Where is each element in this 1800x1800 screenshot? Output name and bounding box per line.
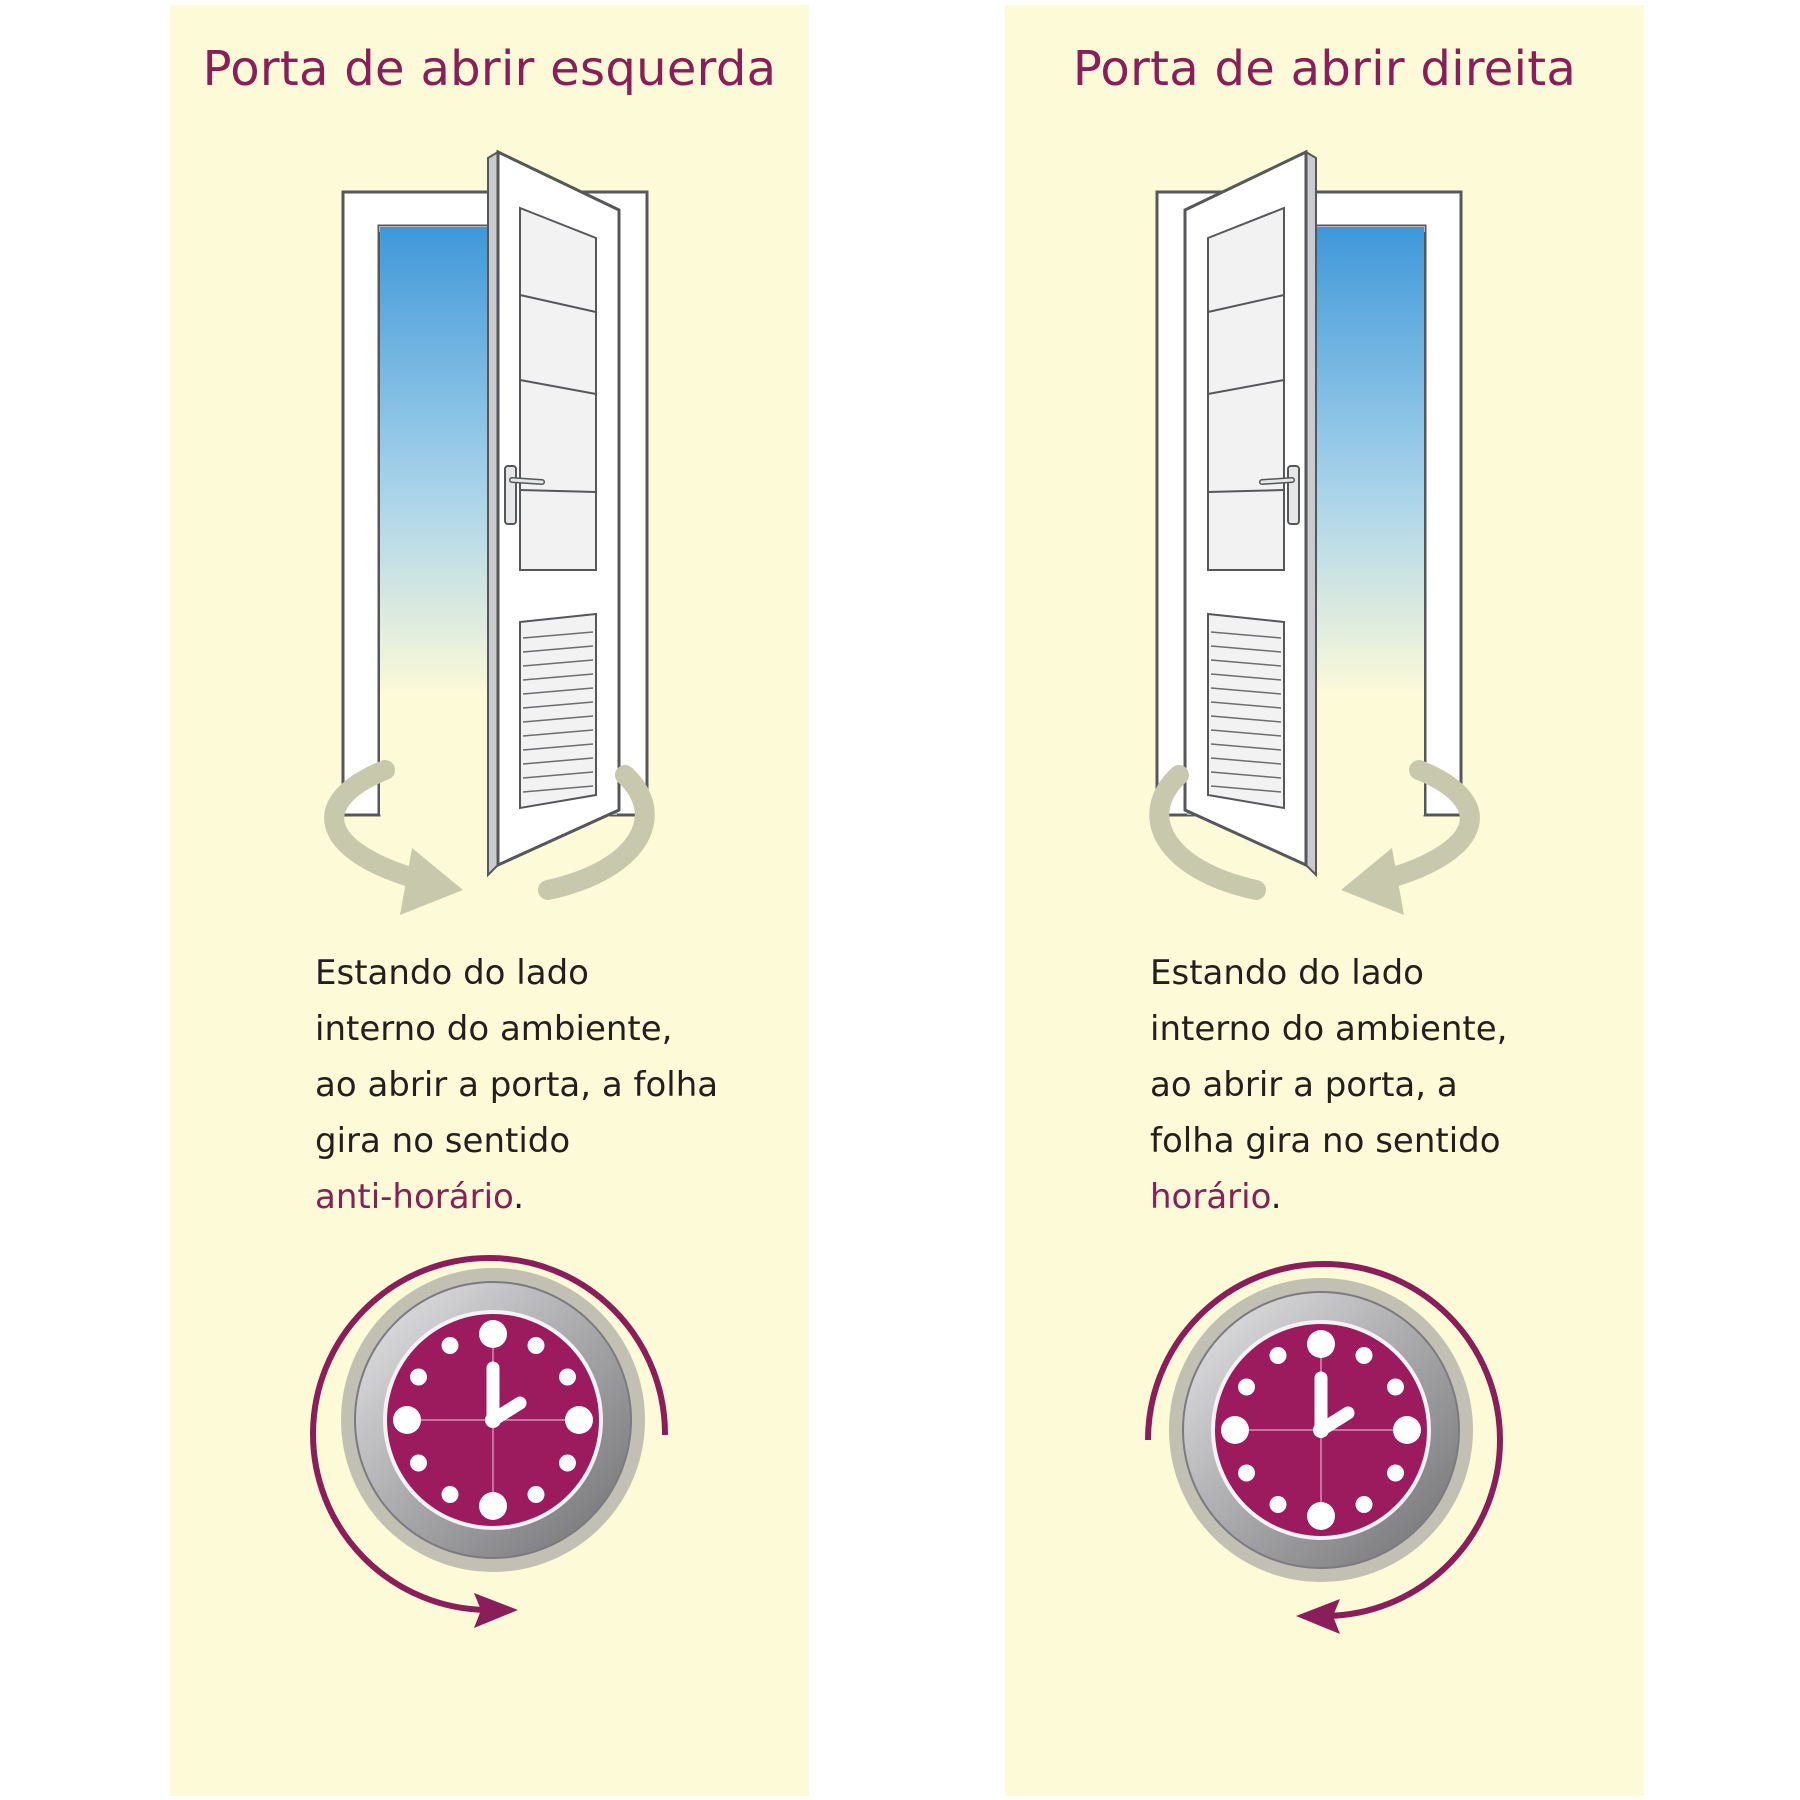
panel-title: Porta de abrir direita <box>1072 41 1577 97</box>
description-line: folha gira no sentido <box>1150 1121 1501 1161</box>
left-door-illustration <box>310 149 669 1628</box>
direction-word: anti-horário <box>315 1177 514 1217</box>
description-line: Estando do lado <box>315 953 589 993</box>
clock-icon <box>1169 1278 1473 1582</box>
direction-suffix: . <box>513 1177 525 1217</box>
open-door-icon <box>1155 149 1463 878</box>
description-line: ao abrir a porta, a folha <box>315 1065 719 1105</box>
description-line: ao abrir a porta, a <box>1150 1065 1458 1105</box>
door-swing-arrow-icon <box>1149 760 1480 915</box>
door-swing-arrow-icon <box>324 760 655 915</box>
panel-right-door: Porta de abrir direita Estando do lado i… <box>1005 5 1644 1796</box>
panel-left-door: Porta de abrir esquerda Estando do lado … <box>170 5 809 1796</box>
description-line: interno do ambiente, <box>1150 1009 1508 1049</box>
description-line: interno do ambiente, <box>315 1009 673 1049</box>
description-line: gira no sentido <box>315 1121 571 1161</box>
rotation-arrow-icon <box>310 1255 669 1628</box>
panel-title: Porta de abrir esquerda <box>202 41 777 97</box>
right-door-illustration <box>1145 149 1503 1634</box>
clock-icon <box>341 1268 645 1572</box>
rotation-arrow-icon <box>1145 1261 1503 1634</box>
direction-word: horário <box>1150 1177 1271 1217</box>
description-text: Estando do lado interno do ambiente, ao … <box>315 945 718 1225</box>
open-door-icon <box>341 149 649 878</box>
description-text: Estando do lado interno do ambiente, ao … <box>1150 945 1507 1225</box>
description-line: Estando do lado <box>1150 953 1424 993</box>
direction-suffix: . <box>1270 1177 1282 1217</box>
